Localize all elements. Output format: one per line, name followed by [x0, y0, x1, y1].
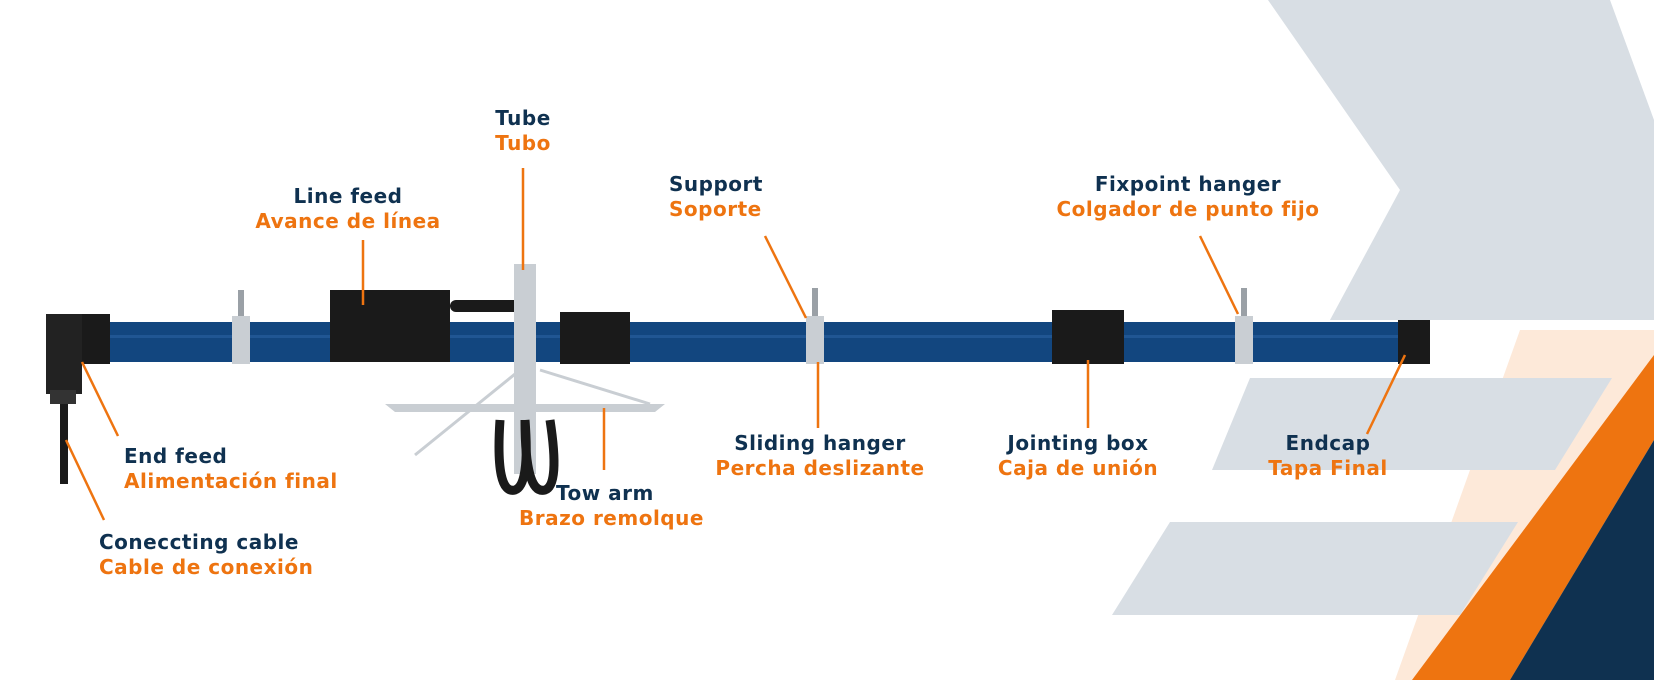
bg-orange-stripe	[1412, 355, 1654, 680]
bg-parallelogram-2	[1112, 522, 1518, 615]
cable-loop-right	[520, 419, 559, 495]
label-fixpoint-hanger-es: Colgador de punto fijo	[1056, 197, 1320, 221]
label-connecting-cable-es: Cable de conexión	[99, 555, 314, 579]
label-tow-arm: Tow arm Brazo remolque	[519, 481, 704, 531]
label-connecting-cable-en: Coneccting cable	[99, 530, 299, 554]
label-sliding-hanger-en: Sliding hanger	[734, 431, 906, 455]
fixpoint-hanger-clamp	[1235, 316, 1253, 364]
label-fixpoint-hanger: Fixpoint hanger Colgador de punto fijo	[1056, 172, 1319, 222]
label-support-es: Soporte	[669, 197, 762, 221]
sliding-hanger-bolt	[812, 288, 818, 320]
label-line-feed-es: Avance de línea	[255, 209, 441, 233]
label-tow-arm-en: Tow arm	[556, 481, 654, 505]
label-jointing-box-es: Caja de unión	[997, 456, 1159, 480]
label-endcap-en: Endcap	[1285, 431, 1371, 455]
collector-block	[560, 312, 630, 364]
tow-arm-brace-left	[414, 368, 521, 457]
tube-post	[514, 264, 536, 474]
leader-support	[763, 235, 808, 319]
label-end-feed: End feed Alimentación final	[124, 444, 338, 494]
bg-white-chevron-cut	[1610, 0, 1654, 120]
support-hanger-1-clamp	[232, 316, 250, 364]
line-feed-cable	[450, 300, 520, 312]
jointing-box	[1052, 310, 1124, 364]
sliding-hanger-clamp	[806, 316, 824, 364]
bg-navy-corner	[1510, 440, 1654, 680]
label-end-feed-es: Alimentación final	[124, 469, 338, 493]
label-tube-es: Tubo	[495, 131, 551, 155]
fixpoint-hanger-bolt	[1241, 288, 1247, 320]
label-jointing-box: Jointing box Caja de unión	[998, 431, 1158, 481]
label-support: Support Soporte	[669, 172, 763, 222]
leader-connecting-cable	[64, 439, 106, 521]
bg-chevron-panel	[1268, 0, 1654, 320]
bg-parallelogram-1	[1212, 378, 1612, 470]
tow-arm-brace-right	[539, 368, 651, 406]
label-tube-en: Tube	[495, 106, 551, 130]
label-connecting-cable: Coneccting cable Cable de conexión	[99, 530, 313, 580]
conductor-rail	[100, 322, 1400, 362]
leader-end-feed	[80, 361, 120, 437]
label-endcap: Endcap Tapa Final	[1268, 431, 1387, 481]
label-tube: Tube Tubo	[495, 106, 551, 156]
end-feed-body	[46, 314, 82, 394]
label-jointing-box-en: Jointing box	[1007, 431, 1149, 455]
leader-fixpoint-hanger	[1198, 235, 1240, 315]
label-fixpoint-hanger-en: Fixpoint hanger	[1094, 172, 1282, 196]
label-end-feed-en: End feed	[124, 444, 228, 468]
label-tow-arm-es: Brazo remolque	[519, 506, 704, 530]
label-sliding-hanger-es: Percha deslizante	[715, 456, 925, 480]
label-support-en: Support	[669, 172, 763, 196]
label-endcap-es: Tapa Final	[1268, 456, 1388, 480]
connecting-cable	[60, 404, 68, 484]
support-hanger-1-bolt	[238, 290, 244, 320]
leader-endcap	[1365, 354, 1407, 435]
end-feed-gland	[50, 390, 76, 404]
rail-highlight	[100, 335, 1400, 338]
label-line-feed-en: Line feed	[293, 184, 403, 208]
line-feed-box	[330, 290, 450, 362]
tow-arm-frame	[385, 404, 665, 412]
label-line-feed: Line feed Avance de línea	[255, 184, 440, 234]
label-sliding-hanger: Sliding hanger Percha deslizante	[715, 431, 924, 481]
